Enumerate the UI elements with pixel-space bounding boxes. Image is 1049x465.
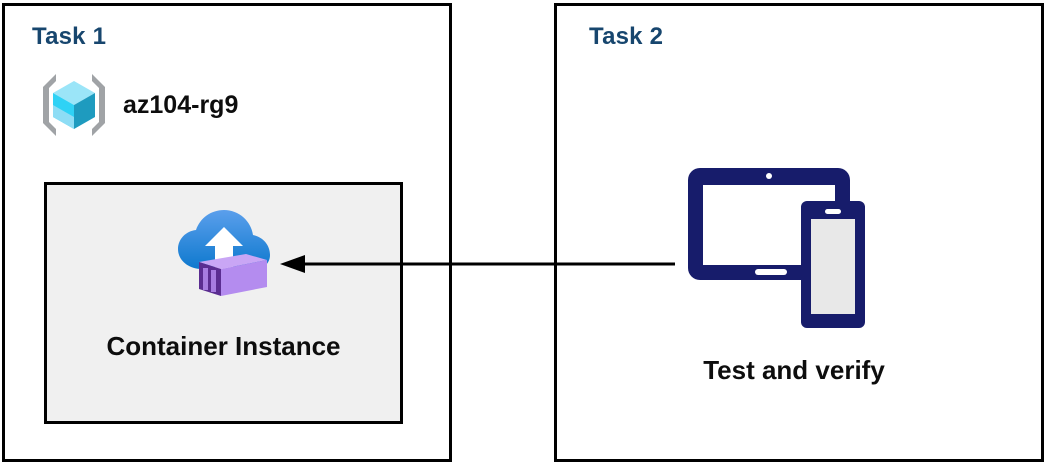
azure-container-instance-icon xyxy=(177,210,270,296)
devices-tablet-phone-icon xyxy=(688,168,865,328)
container-instance-box: Container Instance xyxy=(44,182,403,424)
panel-task-1: Task 1 az104-rg9 xyxy=(2,3,452,462)
panel-title-task-1: Task 1 xyxy=(32,23,107,50)
resource-group-row: az104-rg9 xyxy=(37,68,238,142)
azure-resource-group-icon xyxy=(43,74,105,136)
panel-title-task-2: Task 2 xyxy=(589,23,664,50)
resource-group-label: az104-rg9 xyxy=(123,90,239,119)
container-instance-label: Container Instance xyxy=(106,331,341,361)
devices-label: Test and verify xyxy=(703,355,885,385)
